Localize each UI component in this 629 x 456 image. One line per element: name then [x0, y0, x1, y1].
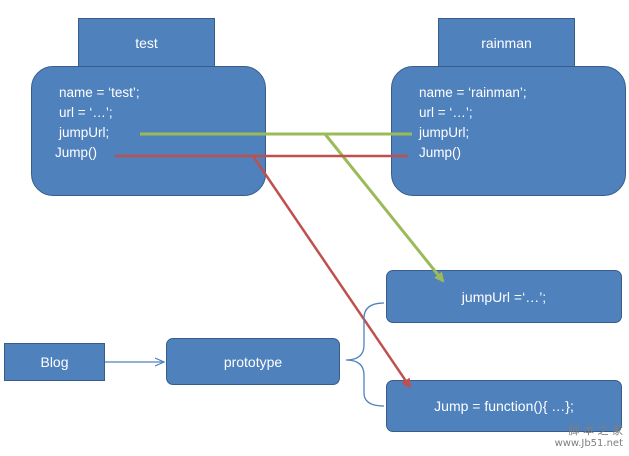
rainman-member-name: name = ‘rainman’; — [419, 85, 527, 100]
test-member-jump: Jump() — [55, 145, 98, 160]
watermark-url: www.Jb51.net — [554, 438, 623, 449]
test-member-name: name = ‘test’; — [59, 85, 140, 100]
prototype-jumpurl-text: jumpUrl =‘…’; — [461, 288, 547, 305]
test-member-url: url = ‘…’; — [59, 105, 113, 120]
rainman-object-body: name = ‘rainman’; url = ‘…’; jumpUrl; Ju… — [391, 66, 626, 196]
prototype-jumpurl-box: jumpUrl =‘…’; — [386, 270, 622, 323]
rainman-member-jumpurl: jumpUrl; — [419, 125, 470, 140]
rainman-member-url: url = ‘…’; — [419, 105, 473, 120]
rainman-member-jump: Jump() — [419, 145, 462, 160]
watermark-cn: 脚 本 之 家 — [568, 424, 624, 437]
prototype-brace — [345, 302, 385, 407]
blog-label: Blog — [40, 354, 69, 370]
blog-box: Blog — [4, 343, 105, 381]
test-object-body: name = ‘test’; url = ‘…’; jumpUrl; Jump(… — [31, 66, 266, 196]
test-object-title: test — [135, 35, 158, 51]
rainman-object-title: rainman — [481, 35, 532, 51]
prototype-jump-box: Jump = function(){ …}; — [386, 380, 622, 432]
green-link-to-prototype-jumpurl — [323, 133, 445, 283]
test-object-tab: test — [78, 18, 215, 68]
rainman-object-tab: rainman — [438, 18, 575, 68]
prototype-jump-text: Jump = function(){ …}; — [434, 398, 574, 414]
test-member-jumpurl: jumpUrl; — [59, 125, 110, 140]
red-link-to-prototype-jump — [251, 155, 412, 389]
prototype-label: prototype — [223, 353, 283, 370]
prototype-box: prototype — [166, 338, 340, 385]
